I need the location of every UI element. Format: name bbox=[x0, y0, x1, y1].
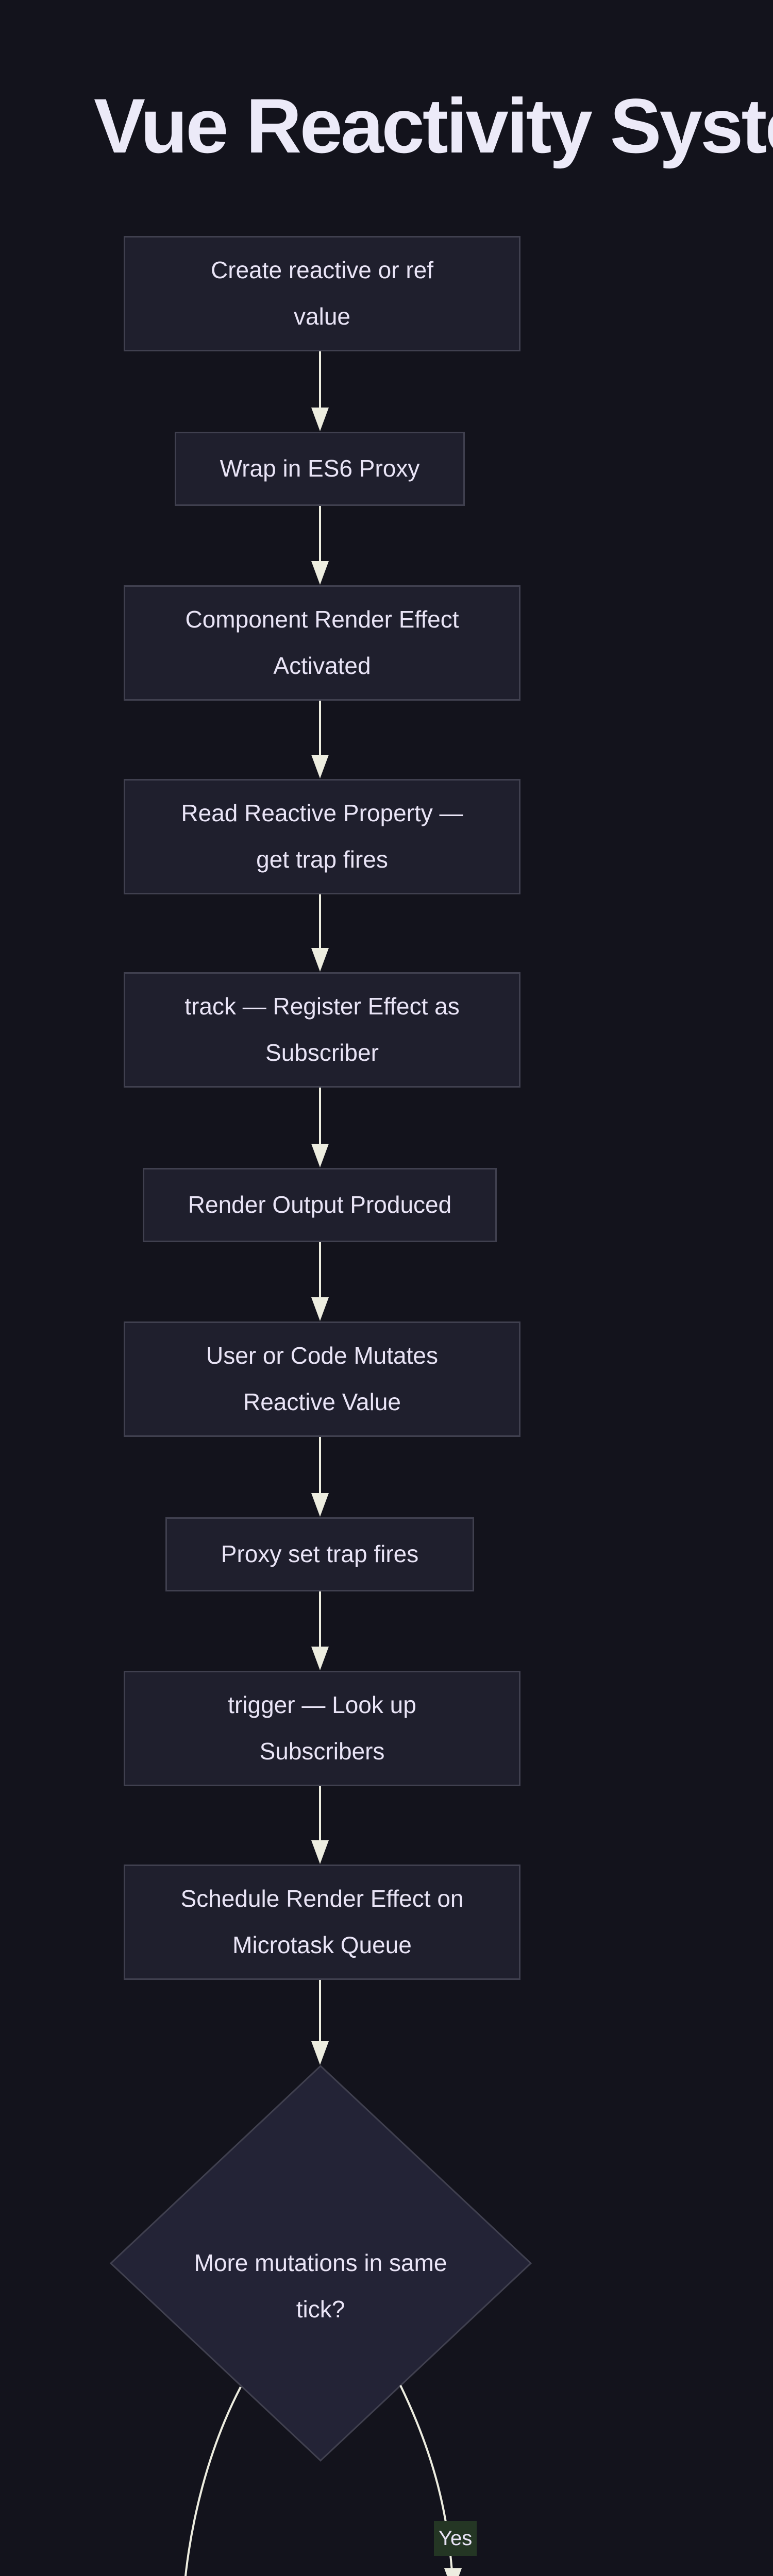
page-title: Vue Reactivity System bbox=[94, 82, 773, 169]
edge-mutate-to-set-trap bbox=[311, 1437, 329, 1517]
node-component-render-effect: Component Render Effect Activated bbox=[124, 585, 520, 701]
edge-render-output-to-mutate bbox=[311, 1242, 329, 1321]
edge-read-to-track bbox=[311, 894, 329, 972]
node-wrap-in-proxy: Wrap in ES6 Proxy bbox=[175, 432, 465, 506]
arrowhead bbox=[311, 561, 329, 585]
arrowhead bbox=[311, 2041, 329, 2065]
node-user-mutates-value: User or Code Mutates Reactive Value bbox=[124, 1321, 520, 1437]
edge-schedule-to-decision bbox=[311, 1980, 329, 2065]
node-proxy-set-trap: Proxy set trap fires bbox=[165, 1517, 474, 1591]
edge-render-effect-to-read bbox=[311, 701, 329, 778]
edge-set-trap-to-trigger bbox=[311, 1591, 329, 1670]
edge-wrap-to-render-effect bbox=[311, 506, 329, 585]
edge-track-to-render-output bbox=[311, 1088, 329, 1167]
node-trigger-lookup-subscribers: trigger — Look up Subscribers bbox=[124, 1671, 520, 1786]
edge-trigger-to-schedule bbox=[311, 1786, 329, 1864]
arrowhead bbox=[311, 1144, 329, 1167]
decision-diamond bbox=[109, 2064, 532, 2462]
edge-decision-yes bbox=[399, 2385, 462, 2576]
arrowhead bbox=[311, 948, 329, 972]
arrowhead bbox=[444, 2568, 462, 2576]
edge-create-to-wrap bbox=[311, 351, 329, 431]
edge-label-yes: Yes bbox=[434, 2521, 477, 2556]
arrowhead bbox=[311, 1840, 329, 1864]
node-create-reactive-value: Create reactive or ref value bbox=[124, 236, 520, 351]
arrowhead bbox=[311, 408, 329, 431]
node-track-register-effect: track — Register Effect as Subscriber bbox=[124, 972, 520, 1088]
node-render-output-produced: Render Output Produced bbox=[143, 1168, 497, 1242]
arrowhead bbox=[311, 1493, 329, 1517]
node-schedule-render-effect: Schedule Render Effect on Microtask Queu… bbox=[124, 1865, 520, 1980]
node-read-reactive-property: Read Reactive Property — get trap fires bbox=[124, 779, 520, 894]
decision-more-mutations-label: More mutations in same tick? bbox=[194, 2249, 447, 2323]
arrowhead bbox=[311, 1297, 329, 1321]
arrowhead bbox=[311, 755, 329, 778]
edge-decision-no bbox=[184, 2386, 242, 2576]
arrowhead bbox=[311, 1647, 329, 1670]
